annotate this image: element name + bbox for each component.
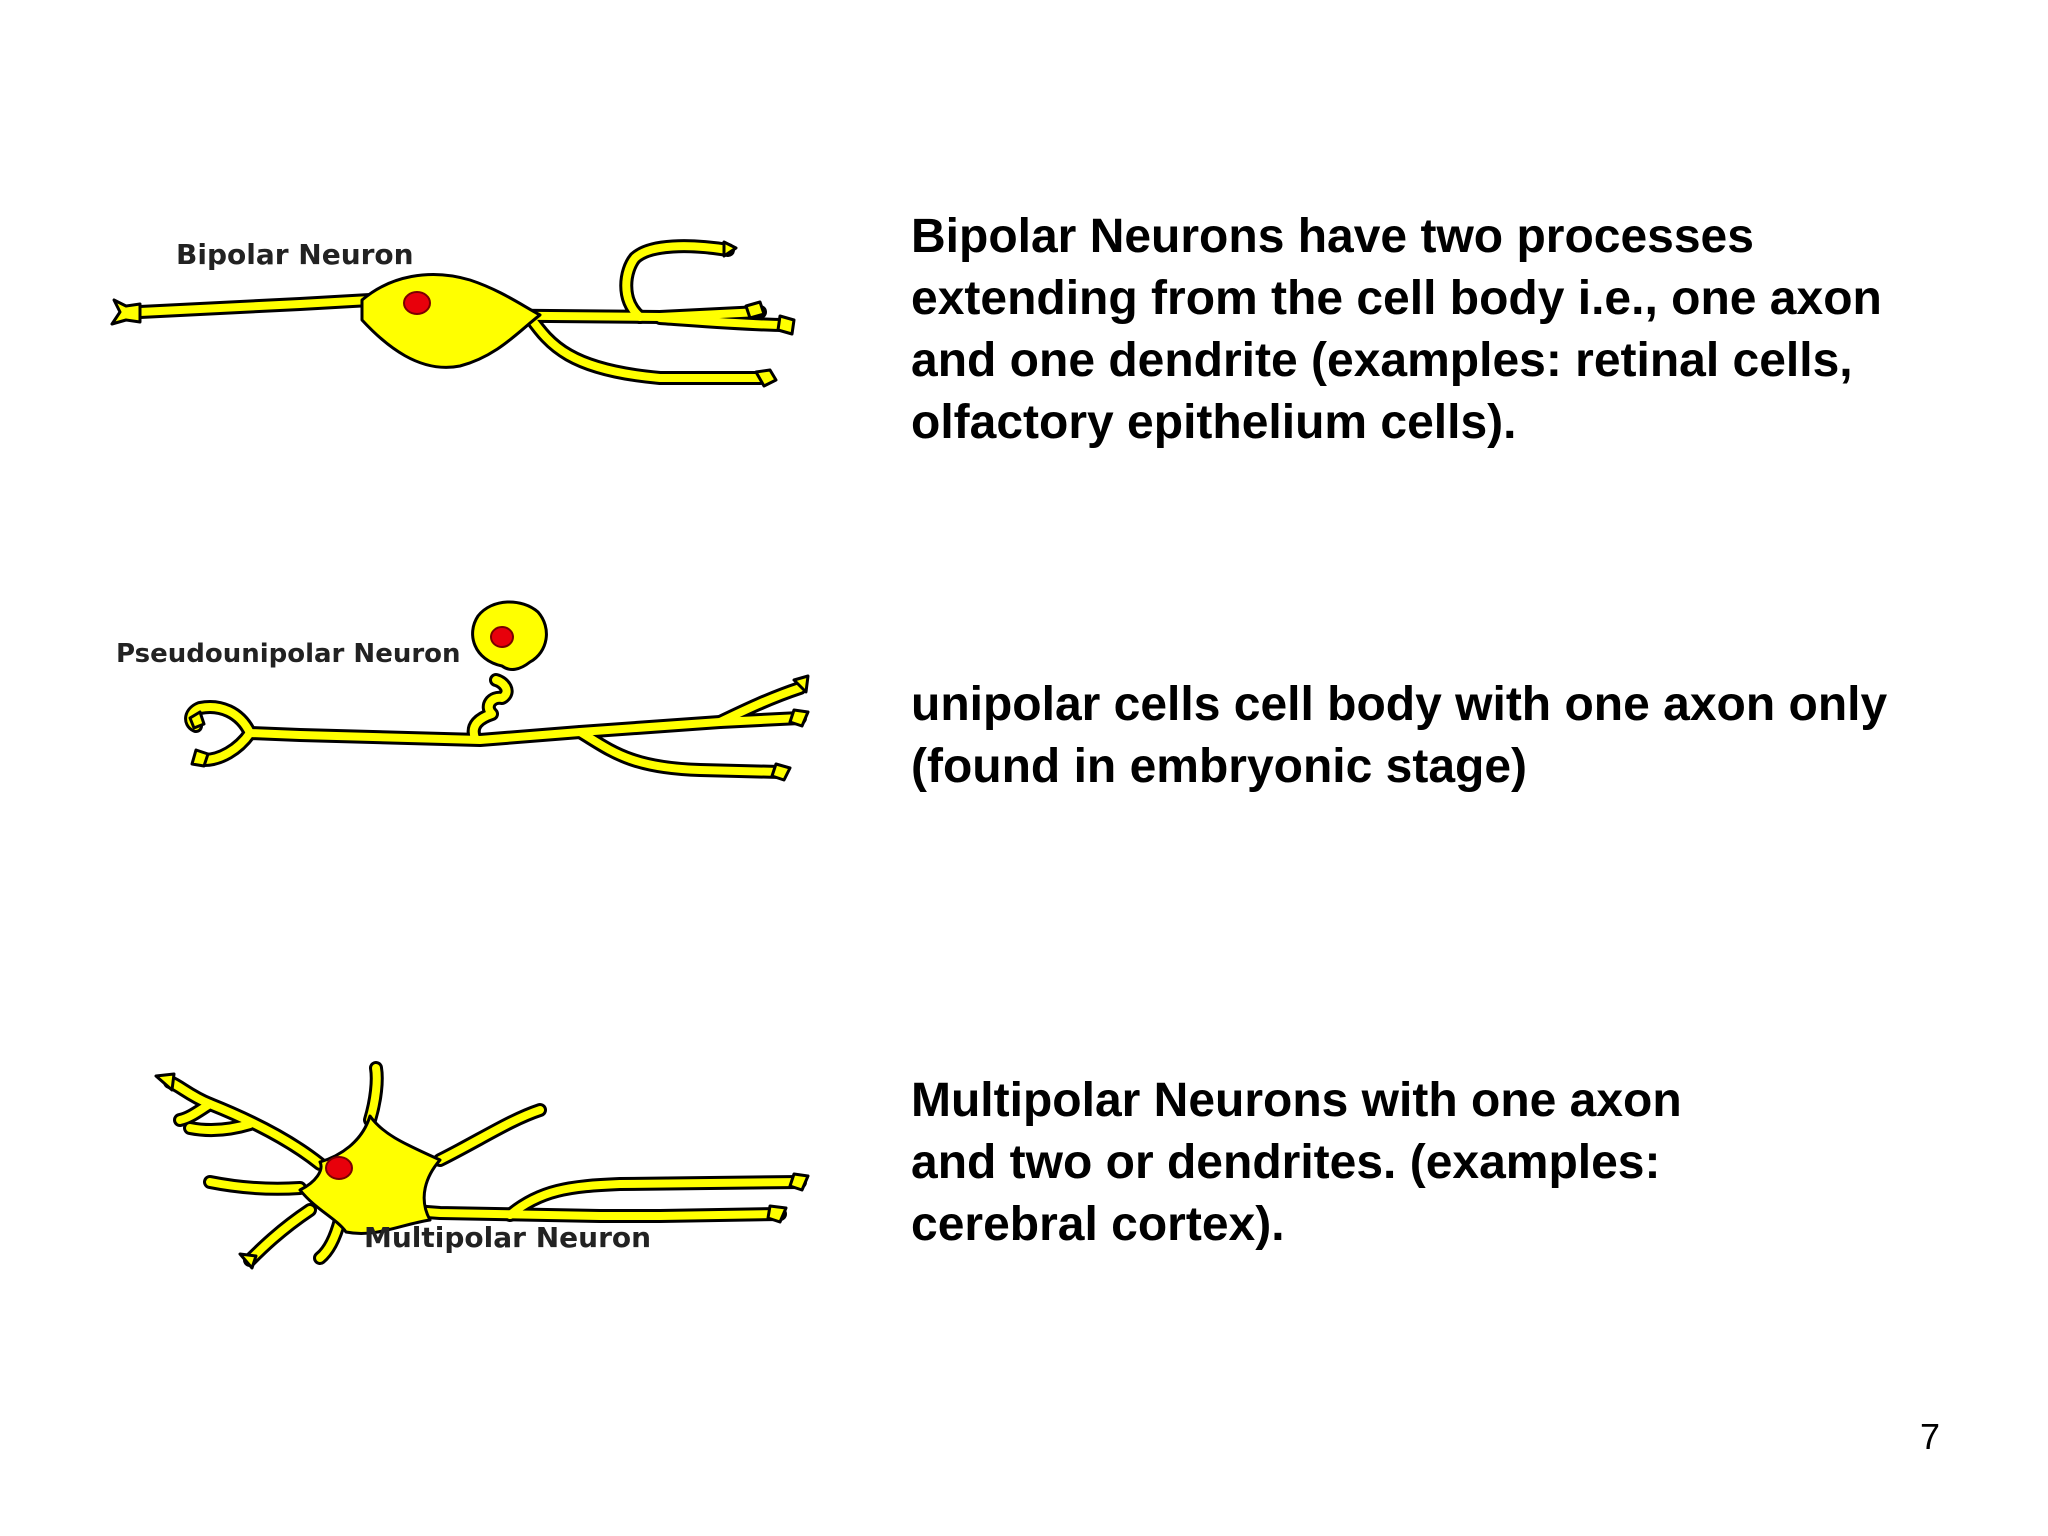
multipolar-neuron-drawing: Multipolar Neuron (154, 1061, 810, 1270)
pseudounipolar-neuron-label: Pseudounipolar Neuron (116, 639, 461, 669)
pseudounipolar-description: unipolar cells cell body with one axon o… (911, 678, 1888, 793)
pseudounipolar-neuron-figure: Pseudounipolar Neuron (116, 600, 810, 782)
page-number: 7 (1919, 1416, 1940, 1457)
bipolar-description: Bipolar Neurons have two processes exten… (911, 210, 1882, 449)
bipolar-nucleus (403, 291, 431, 315)
multipolar-description: Multipolar Neurons with one axon and two… (911, 1074, 1682, 1251)
multipolar-neuron-figure: Multipolar Neuron (154, 1061, 810, 1270)
pseudounipolar-nucleus (490, 626, 514, 648)
multipolar-neuron-label: Multipolar Neuron (364, 1221, 651, 1254)
bipolar-neuron-drawing: Bipolar Neuron (110, 238, 796, 388)
multipolar-cell-body (298, 1114, 442, 1235)
multipolar-nucleus (325, 1156, 353, 1180)
bipolar-neuron-label: Bipolar Neuron (176, 238, 414, 271)
bipolar-neuron-figure: Bipolar Neuron (110, 238, 796, 388)
bipolar-cell-body (360, 273, 542, 369)
pseudounipolar-neuron-drawing: Pseudounipolar Neuron (116, 600, 810, 782)
